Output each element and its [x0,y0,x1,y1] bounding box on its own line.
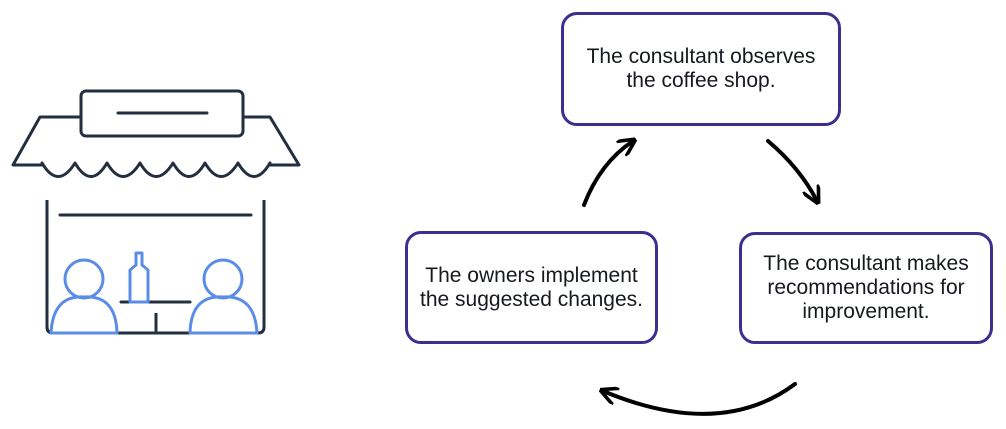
arrow-icon [603,382,797,416]
bottle-icon [128,251,150,304]
step-implement-text: The owners implement the suggested chang… [420,263,644,311]
sign-icon [79,89,245,138]
step-recommend-box: The consultant makes recommendations for… [739,232,993,344]
person-icon [188,258,259,335]
step-implement-box: The owners implement the suggested chang… [405,231,658,344]
step-observe-text: The consultant observes the coffee shop. [586,45,816,92]
arrow-icon [582,141,633,207]
coffee-shop-icon [11,89,301,335]
person-icon [49,258,119,335]
step-observe-box: The consultant observes the coffee shop. [561,12,841,126]
step-recommend-text: The consultant makes recommendations for… [763,252,969,323]
awning-icon [11,115,301,178]
table-icon [119,300,192,333]
arrow-icon [766,139,817,201]
